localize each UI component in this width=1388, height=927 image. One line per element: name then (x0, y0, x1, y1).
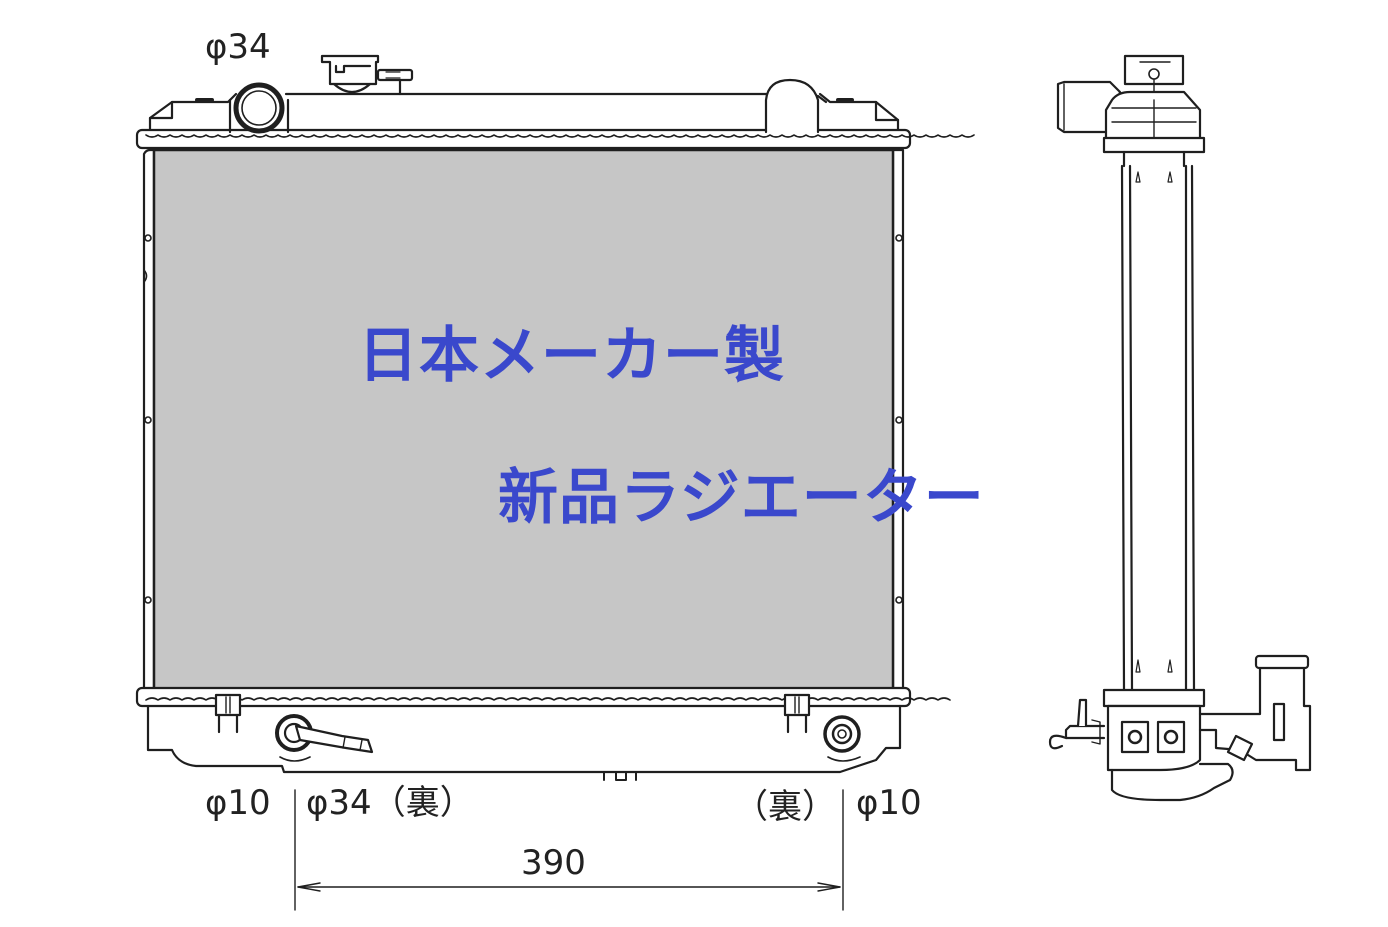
overlay-japan-maker: 日本メーカー製 (358, 321, 785, 391)
lower-tank (135, 686, 951, 781)
side-core (1120, 164, 1196, 692)
radiator-cap (320, 54, 414, 96)
dimension-390 (294, 789, 844, 911)
side-frame-right (891, 148, 905, 692)
front-view (135, 54, 975, 911)
lower-bracket-left (214, 693, 242, 734)
upper-inlet-pipe (228, 82, 290, 134)
upper-tank (135, 54, 975, 150)
label-bottom-outlet-diameter: φ34（裏） (306, 783, 474, 823)
side-lower-tank (1048, 654, 1312, 802)
lower-outlet-pipe (275, 714, 374, 762)
upper-right-dome (764, 78, 820, 134)
side-view (1048, 54, 1312, 802)
overlay-new-radiator: 新品ラジエーター (498, 463, 985, 533)
label-top-inlet-diameter: φ34 (205, 27, 271, 67)
side-upper-tank (1056, 54, 1206, 168)
lower-right-port (823, 715, 861, 762)
lower-bracket-right (783, 693, 811, 734)
label-back-side: （裏） (734, 787, 836, 827)
side-frame-left (142, 148, 156, 692)
radiator-core (152, 148, 895, 692)
label-bottom-right-port-diameter: φ10 (856, 783, 922, 823)
label-width-dimension: 390 (521, 843, 586, 883)
label-bottom-left-port-diameter: φ10 (205, 783, 271, 823)
